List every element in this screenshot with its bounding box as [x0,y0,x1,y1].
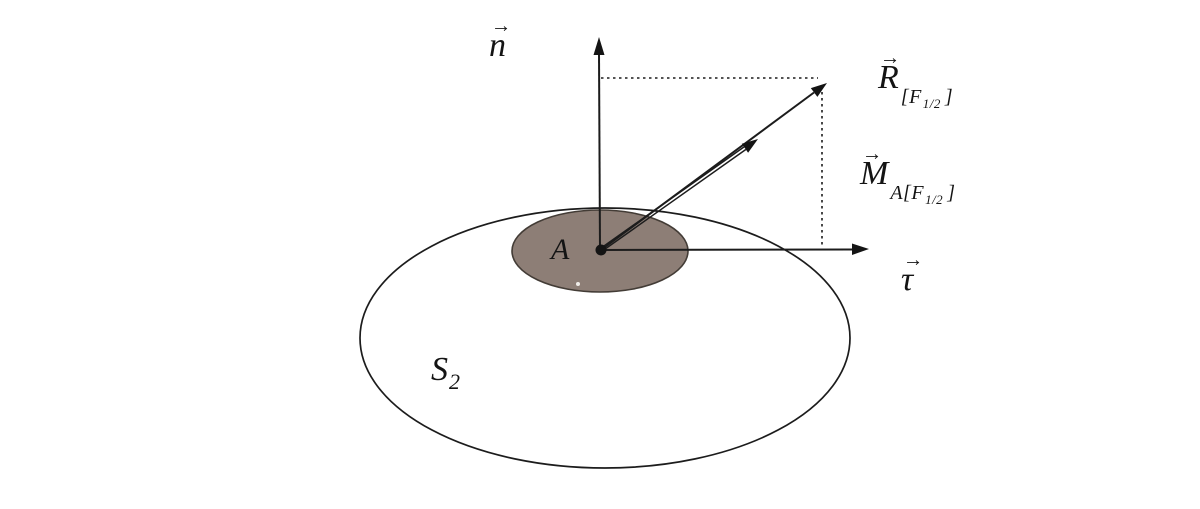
vector-arrow-icon: → [880,46,901,69]
resultant-force-letter: F [909,86,922,108]
speck [576,282,580,286]
tau-axis-line [600,248,854,251]
vector-arrow-icon: → [862,142,883,165]
moment-vector-arrowhead [741,139,758,153]
resultant-sub-open-bracket: [ [900,86,910,108]
moment-vector-symbol: → M [860,143,889,192]
vector-arrow-icon: → [491,14,512,37]
label-tangent-vector: → τ [901,249,923,298]
moment-sub-open-bracket: [ [903,182,912,204]
normal-vector-symbol: → n [489,15,511,64]
moment-vector-line-upper [599,146,745,250]
moment-point-letter: A [890,182,904,204]
tau-axis-arrowhead [852,243,869,255]
moment-sub-close-bracket: ] [947,182,956,204]
label-resultant-vector: → R [F1/2] [878,47,953,110]
label-contact-area: A [551,234,569,266]
normal-letter: n [489,27,506,64]
moment-vector-line-lower [601,148,747,252]
moment-fraction: 1/2 [925,192,944,207]
n-axis-line [598,53,601,251]
surface-index: 2 [449,369,460,394]
moment-letter: M [860,155,889,192]
label-moment-vector: → M A[F1/2] [860,143,955,206]
vector-arrow-icon: → [903,248,924,271]
resultant-fraction: 1/2 [922,96,941,111]
origin-point [595,244,607,256]
label-normal-vector: → n [489,15,511,64]
n-axis-arrowhead [593,37,605,55]
surface-ellipse [359,207,851,469]
resultant-subscript: [F1/2] [900,86,954,111]
tangent-vector-symbol: → τ [901,249,923,298]
contact-area-letter: A [551,233,570,266]
surface-letter: S [431,351,448,388]
resultant-letter: R [878,59,899,96]
moment-subscript: A[F1/2] [890,182,956,207]
resultant-vector-symbol: → R [878,47,900,96]
label-surface: S2 [431,351,460,393]
resultant-vector-arrowhead [810,83,827,97]
resultant-sub-close-bracket: ] [944,86,954,108]
tangent-letter: τ [901,261,914,298]
moment-force-letter: F [911,182,925,204]
